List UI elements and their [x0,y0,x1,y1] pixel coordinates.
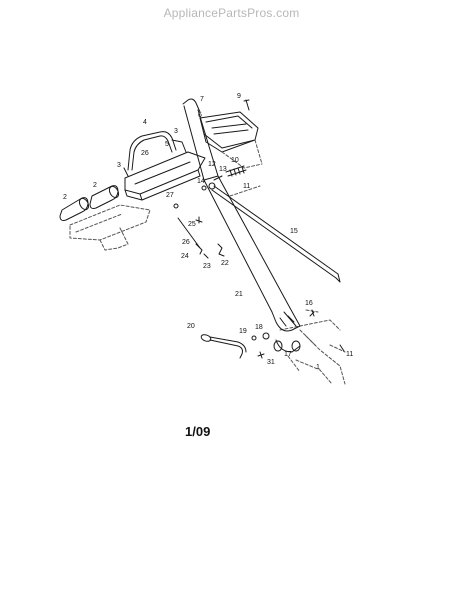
callout-15: 15 [290,228,298,235]
callout-2b: 2 [93,182,97,189]
callout-31: 31 [267,359,275,366]
nut-27 [173,203,179,209]
bolt-25 [195,216,203,224]
upper-handle [123,131,187,177]
callout-11a: 11 [243,183,250,190]
callout-16: 16 [305,300,313,307]
callout-5: 5 [165,141,169,148]
lower-bracket [273,339,301,353]
bolt-31 [257,351,265,359]
callout-9: 9 [237,93,241,100]
callout-17: 17 [284,351,292,358]
callout-20: 20 [187,323,195,330]
callout-26a: 26 [141,150,149,157]
nut-18 [262,332,270,340]
bolt-19 [251,335,257,341]
callout-27: 27 [166,192,174,199]
shift-rod-26 [177,217,201,249]
callout-26b: 26 [182,239,190,246]
clip-22 [217,243,225,257]
callout-22: 22 [221,260,229,267]
callout-3a: 3 [174,128,178,135]
callout-6: 6 [198,112,202,119]
ghost-tiller-frame [287,329,346,385]
hand-grip-left [59,197,90,221]
shift-handle [200,334,247,359]
pin-23 [203,253,209,259]
callout-21: 21 [235,291,243,298]
ghost-handle-assembly [69,204,151,251]
bolt-16 [309,309,315,317]
callout-4: 4 [143,119,147,126]
callout-12: 12 [208,161,216,168]
spring-13 [201,165,247,191]
watermark: AppliancePartsPros.com [163,6,300,20]
bolt-11-lower [339,344,345,352]
callout-7: 7 [200,96,204,103]
callout-24: 24 [181,253,189,260]
callout-labels: 7 9 6 4 3 5 26 3 10 12 13 14 11 2 2 27 1… [63,93,353,371]
handle-crossbar [124,151,206,201]
callout-13: 13 [219,166,227,173]
date-code: 1/09 [185,424,211,439]
callout-3b: 3 [117,162,121,169]
callout-25: 25 [188,221,196,228]
callout-11b: 11 [346,351,353,358]
callout-23: 23 [203,263,211,270]
clip-24 [195,243,203,255]
hand-grip-right [89,185,120,209]
leader-dashes [221,139,346,353]
callout-19: 19 [239,328,247,335]
control-rod [211,185,341,283]
callout-1: 1 [316,364,320,371]
screw-9 [243,99,250,111]
handle-tube [182,98,301,332]
callout-10: 10 [231,157,239,164]
callout-14: 14 [197,178,205,185]
callout-2a: 2 [63,194,67,201]
callout-18: 18 [255,324,263,331]
